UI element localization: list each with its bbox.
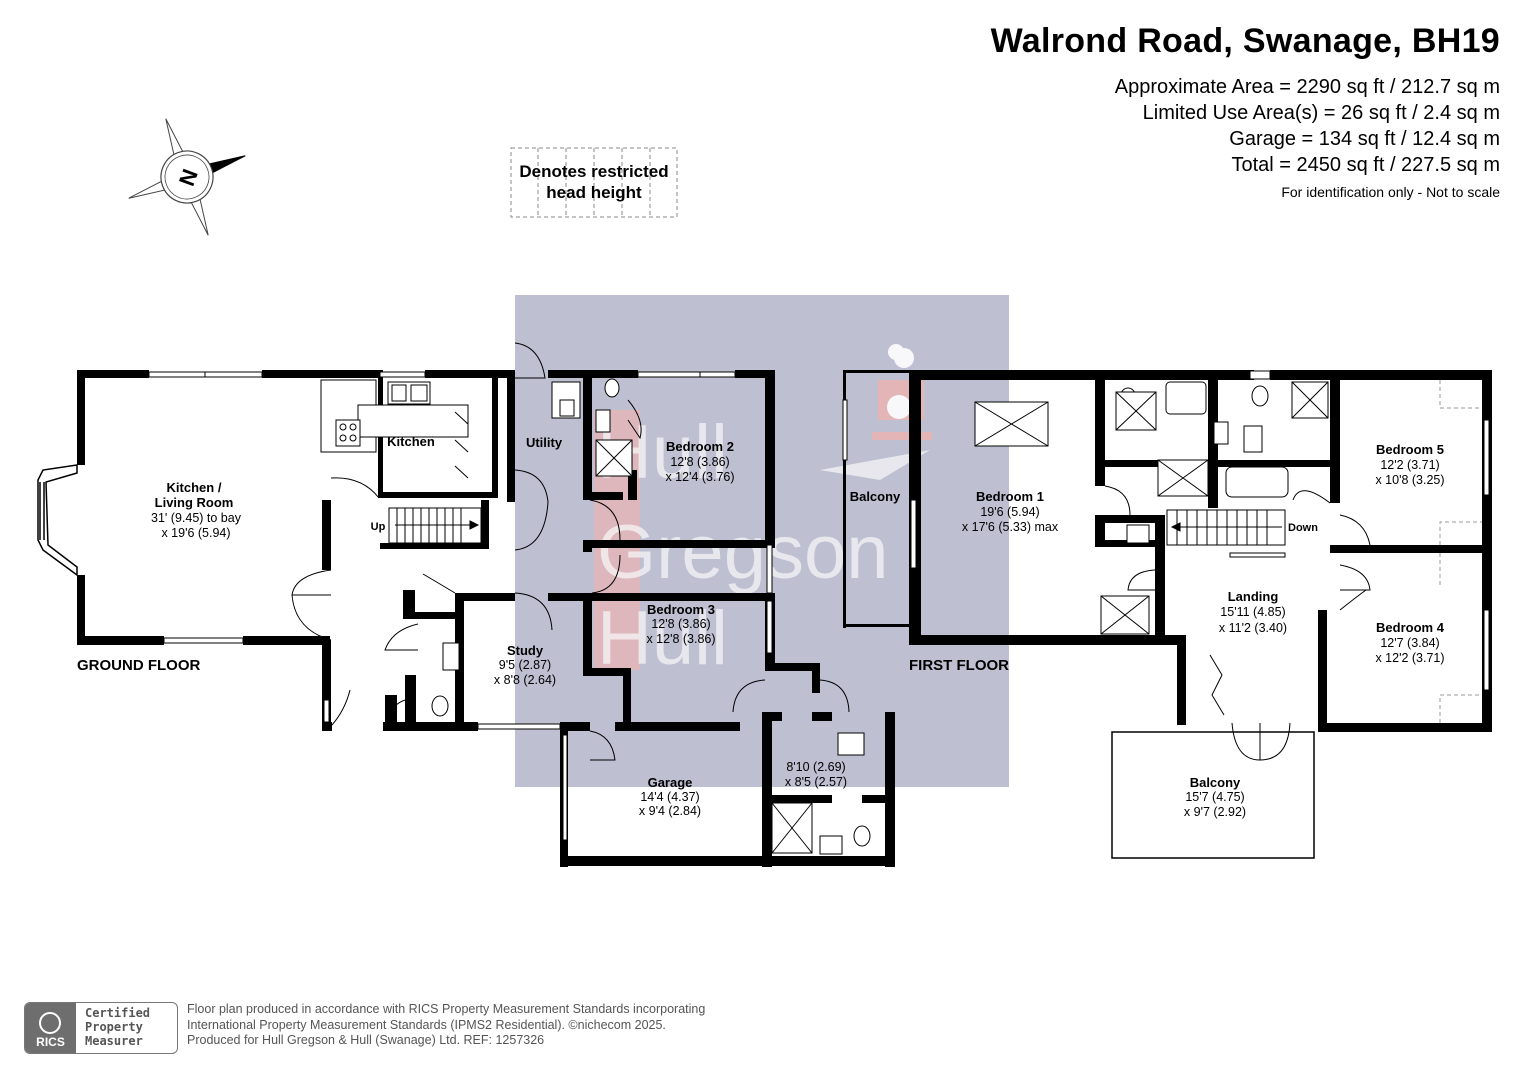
restricted-areas: [1439, 380, 1482, 723]
room-name-bedroom3: Bedroom 3: [647, 602, 715, 617]
room-dim-bedroom1-2: x 17'6 (5.33) max: [962, 520, 1059, 534]
floor-plan: N Hull Gregson Hull: [37, 118, 1492, 867]
room-name-bedroom2: Bedroom 2: [666, 439, 734, 454]
room-dim-bedroom5-1: 12'2 (3.71): [1380, 458, 1439, 472]
room-dim-balcony-south-1: 15'7 (4.75): [1185, 790, 1244, 804]
room-name-living-2: Living Room: [155, 495, 234, 510]
room-dim-landing-1: 15'11 (4.85): [1220, 605, 1285, 619]
room-dim-garage-1: 14'4 (4.37): [640, 790, 699, 804]
room-dim-study-1: 9'5 (2.87): [499, 658, 551, 672]
room-name-bedroom4: Bedroom 4: [1376, 620, 1445, 635]
rics-logo-text: RICS: [36, 1035, 65, 1049]
room-dim-bedroom2-1: 12'8 (3.86): [670, 455, 729, 469]
property-title: Walrond Road, Swanage, BH19: [990, 22, 1500, 60]
toilet-icon: [431, 695, 449, 717]
rics-certified-badge: RICS Certified Property Measurer: [24, 1002, 178, 1054]
stairs-up-label: Up: [371, 521, 386, 533]
room-dim-shower-2: x 8'5 (2.57): [785, 775, 847, 789]
watermark-word-2: Gregson: [597, 510, 889, 595]
ground-doors: [291, 342, 850, 761]
room-name-landing: Landing: [1228, 589, 1279, 604]
room-dim-bedroom5-2: x 10'8 (3.25): [1375, 473, 1444, 487]
footer-line-3: Produced for Hull Gregson & Hull (Swanag…: [187, 1033, 545, 1047]
room-dim-bedroom2-2: x 12'4 (3.76): [665, 470, 734, 484]
room-name-utility: Utility: [526, 435, 563, 450]
room-dim-living-1: 31' (9.45) to bay: [151, 511, 242, 525]
legend-line-2: head height: [546, 183, 642, 202]
first-floor-walls: [843, 370, 1492, 732]
room-name-balcony-south: Balcony: [1190, 775, 1241, 790]
scale-note: For identification only - Not to scale: [1281, 184, 1500, 200]
badge-line-3: Measurer: [85, 1034, 143, 1048]
room-dim-bedroom1-1: 19'6 (5.94): [980, 505, 1039, 519]
first-sanitary: [974, 381, 1329, 635]
ground-sanitary: [431, 378, 871, 855]
area-summary: Approximate Area = 2290 sq ft / 212.7 sq…: [1115, 74, 1500, 178]
rics-logo-icon: RICS: [25, 1003, 76, 1053]
footer-line-1: Floor plan produced in accordance with R…: [187, 1002, 706, 1016]
room-name-kitchen: Kitchen: [387, 434, 435, 449]
badge-line-2: Property: [85, 1020, 143, 1034]
area-garage: Garage = 134 sq ft / 12.4 sq m: [1229, 128, 1500, 150]
hob-icon: [335, 419, 361, 447]
room-name-balcony-west: Balcony: [850, 489, 901, 504]
footer: RICS Certified Property Measurer Floor p…: [24, 1002, 744, 1054]
first-labels: Balcony Bedroom 1 19'6 (5.94) x 17'6 (5.…: [850, 442, 1445, 819]
room-dim-landing-2: x 11'2 (3.40): [1219, 621, 1287, 635]
toilet-icon: [1251, 385, 1269, 407]
room-dim-balcony-south-2: x 9'7 (2.92): [1184, 805, 1246, 819]
ground-floor-label: GROUND FLOOR: [77, 657, 200, 674]
room-dim-study-2: x 8'8 (2.64): [494, 673, 556, 687]
room-dim-garage-2: x 9'4 (2.84): [639, 804, 701, 818]
ground-labels: Kitchen / Living Room 31' (9.45) to bay …: [151, 434, 847, 818]
bay-window: [37, 464, 78, 577]
area-approximate: Approximate Area = 2290 sq ft / 212.7 sq…: [1114, 76, 1500, 98]
first-balconies: [1111, 731, 1315, 859]
toilet-icon: [853, 825, 871, 847]
watermark-word-3: Hull: [597, 596, 728, 681]
room-dim-shower-1: 8'10 (2.69): [786, 760, 845, 774]
stairs-down-label: Down: [1288, 522, 1318, 534]
first-stairs: [1166, 509, 1286, 546]
first-doors: [842, 399, 1371, 761]
room-name-bedroom1: Bedroom 1: [976, 489, 1044, 504]
first-floor-label: FIRST FLOOR: [909, 657, 1009, 674]
restricted-height-legend: Denotes restricted head height: [510, 147, 678, 218]
room-name-living-1: Kitchen /: [167, 480, 222, 495]
ground-stairs: [388, 507, 482, 544]
kitchen-fittings: [320, 379, 581, 479]
bath-icon: [1165, 381, 1207, 415]
room-name-garage: Garage: [648, 775, 693, 790]
compass-icon: [128, 118, 246, 236]
ground-windows: [148, 371, 773, 841]
room-dim-bedroom4-2: x 12'2 (3.71): [1375, 651, 1444, 665]
area-total: Total = 2450 sq ft / 227.5 sq m: [1231, 154, 1501, 176]
area-limited-use: Limited Use Area(s) = 26 sq ft / 2.4 sq …: [1142, 102, 1500, 124]
toilet-icon: [604, 378, 620, 398]
legend-dashed-box: [510, 147, 678, 218]
room-name-study: Study: [507, 643, 544, 658]
room-dim-bedroom3-1: 12'8 (3.86): [651, 617, 710, 631]
room-dim-bedroom3-2: x 12'8 (3.86): [646, 632, 715, 646]
badge-line-1: Certified: [85, 1006, 151, 1020]
room-name-bedroom5: Bedroom 5: [1376, 442, 1444, 457]
room-dim-bedroom4-1: 12'7 (3.84): [1380, 636, 1439, 650]
legend-line-1: Denotes restricted: [519, 162, 669, 181]
footer-disclaimer: Floor plan produced in accordance with R…: [187, 1002, 705, 1049]
first-windows: [910, 370, 1490, 691]
footer-line-2: International Property Measurement Stand…: [187, 1017, 666, 1032]
room-dim-living-2: x 19'6 (5.94): [161, 526, 230, 540]
bath-icon: [1225, 466, 1289, 498]
